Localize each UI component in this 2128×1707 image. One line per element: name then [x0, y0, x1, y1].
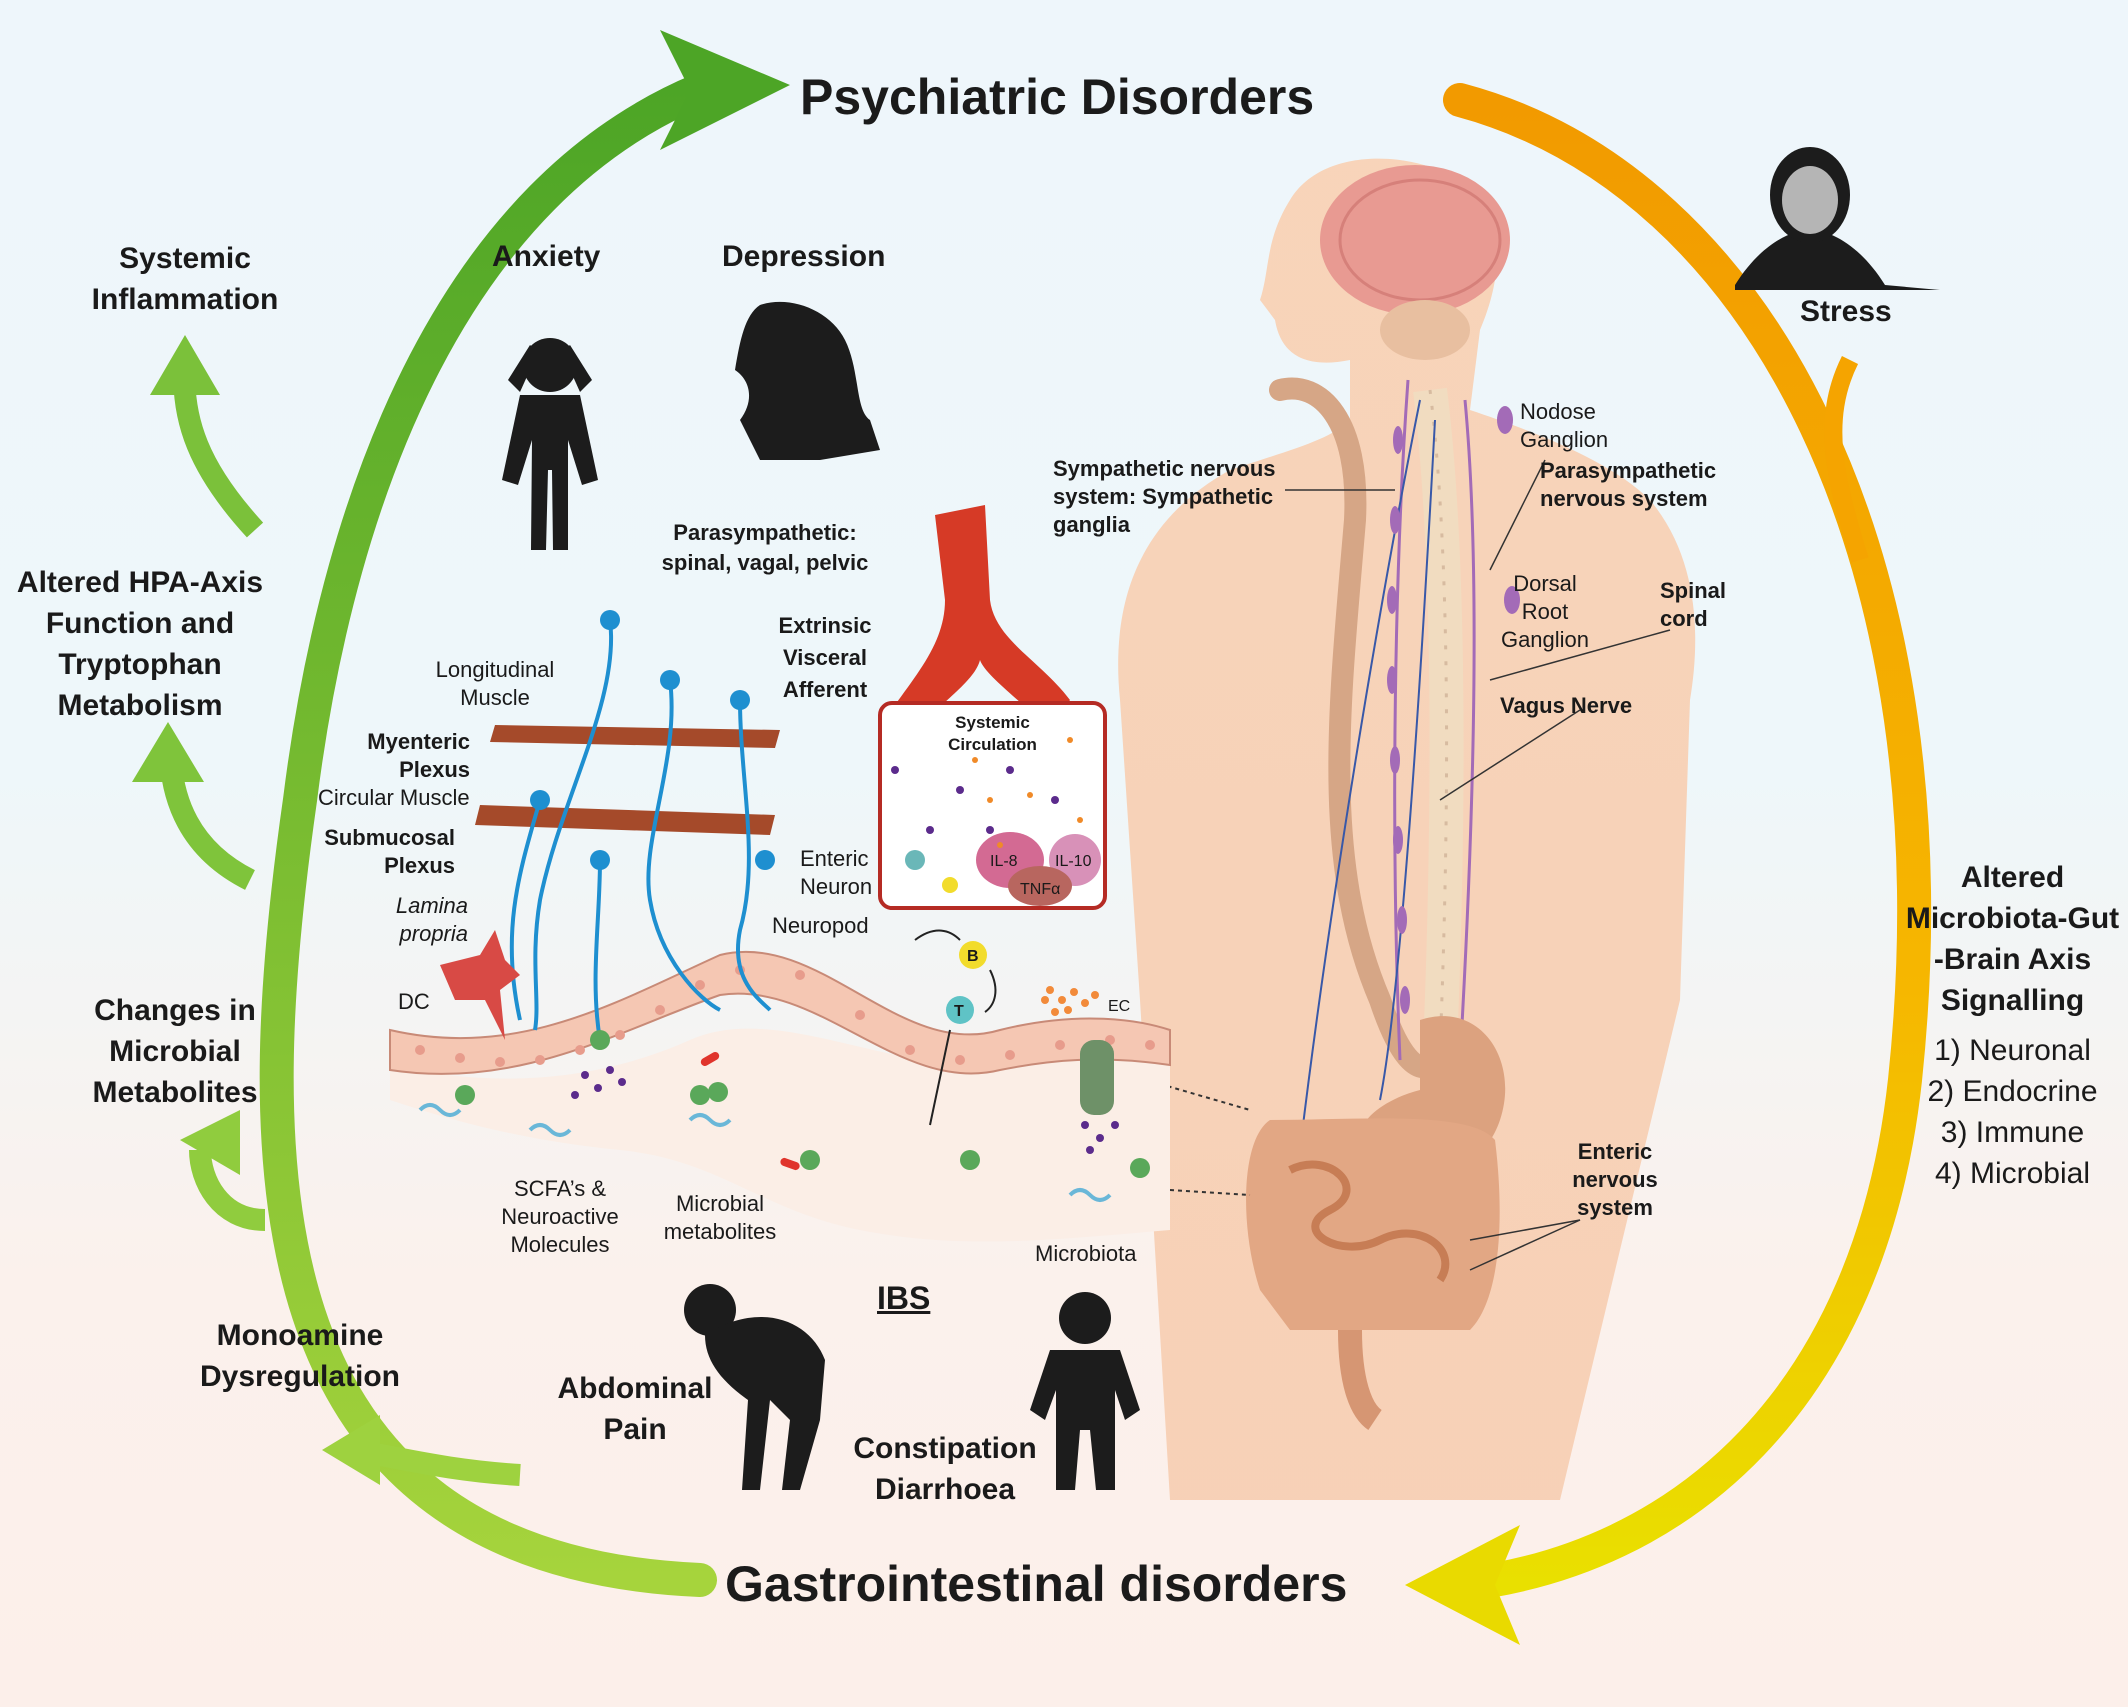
label-stress: Stress	[1800, 295, 1892, 328]
label-myenteric-plexus: Myenteric Plexus	[367, 729, 470, 782]
label-constipation-diarrhoea: Constipation Diarrhoea	[853, 1432, 1037, 1506]
depression-figure	[735, 301, 880, 460]
label-submucosal-plexus: Submucosal Plexus	[324, 825, 455, 878]
label-t-cell: T	[954, 1003, 964, 1020]
constipation-figure	[1030, 1292, 1140, 1490]
abdominal-pain-figure	[684, 1284, 825, 1490]
label-enteric-nervous-system: Enteric nervous system	[1572, 1139, 1658, 1220]
label-scfa-neuroactive: SCFA’s & Neuroactive Molecules	[501, 1176, 619, 1257]
label-sympathetic-nervous-system: Sympathetic nervous system: Sympathetic …	[1053, 456, 1276, 537]
label-il10: IL-10	[1055, 853, 1092, 870]
label-b-cell: B	[967, 948, 979, 965]
green-cycle-arrow	[132, 30, 790, 1597]
label-nodose-ganglion: Nodose Ganglion	[1520, 399, 1609, 452]
label-altered-hpa-axis: Altered HPA-Axis Function and Tryptophan…	[16, 566, 264, 722]
label-lamina-propria: Lamina propria	[395, 893, 468, 946]
label-dc: DC	[398, 989, 430, 1014]
label-changes-microbial-metabolites: Changes in Microbial Metabolites	[92, 994, 258, 1109]
anxiety-figure	[502, 338, 598, 550]
orange-cycle-arrow	[1405, 83, 1932, 1645]
label-dorsal-root-ganglion: Dorsal Root Ganglion	[1500, 571, 1590, 652]
label-ibs: IBS	[877, 1280, 931, 1316]
label-circular-muscle: Circular Muscle	[318, 785, 470, 810]
axis-item-microbial: 4) Microbial	[1934, 1157, 2091, 1190]
axis-signalling-list: 1) Neuronal 2) Endocrine 3) Immune 4) Mi…	[1900, 1030, 2125, 1194]
label-neuropod: Neuropod	[772, 913, 869, 938]
label-systemic-inflammation: Systemic Inflammation	[91, 242, 279, 316]
label-tnf: TNFα	[1020, 881, 1061, 898]
title-psychiatric-disorders: Psychiatric Disorders	[800, 69, 1315, 125]
systemic-circulation-illustration	[878, 505, 1107, 910]
label-parasympathetic-spinal-vagal-pelvic: Parasympathetic: spinal, vagal, pelvic	[661, 520, 869, 575]
label-abdominal-pain: Abdominal Pain	[557, 1372, 713, 1446]
stress-figure	[1735, 147, 1940, 290]
label-axis-signalling: Altered Microbiota-Gut -Brain Axis Signa…	[1905, 861, 2120, 1017]
label-ec: EC	[1108, 998, 1131, 1015]
label-longitudinal-muscle: Longitudinal Muscle	[435, 657, 555, 710]
label-monoamine-dysregulation: Monoamine Dysregulation	[199, 1319, 401, 1393]
label-enteric-neuron: Enteric Neuron	[800, 846, 873, 899]
label-microbiota: Microbiota	[1035, 1241, 1137, 1266]
label-parasympathetic-nervous-system: Parasympathetic nervous system	[1540, 458, 1717, 511]
axis-item-neuronal: 1) Neuronal	[1934, 1034, 2091, 1067]
label-vagus-nerve: Vagus Nerve	[1500, 693, 1633, 718]
label-depression: Depression	[722, 240, 886, 273]
gut-wall-illustration	[389, 610, 1171, 1242]
label-microbial-metabolites: Microbial metabolites	[663, 1191, 777, 1244]
label-extrinsic-visceral-afferent: Extrinsic Visceral Afferent	[778, 613, 872, 702]
title-gastrointestinal-disorders: Gastrointestinal disorders	[725, 1556, 1348, 1612]
label-spinal-cord: Spinal cord	[1660, 578, 1727, 631]
label-anxiety: Anxiety	[492, 240, 601, 273]
axis-item-endocrine: 2) Endocrine	[1927, 1075, 2098, 1108]
label-systemic-circulation: Systemic Circulation	[948, 713, 1037, 754]
human-body-illustration	[1118, 158, 1696, 1501]
axis-item-immune: 3) Immune	[1940, 1116, 2085, 1149]
silhouettes	[502, 147, 1940, 1490]
label-il8: IL-8	[990, 853, 1018, 870]
